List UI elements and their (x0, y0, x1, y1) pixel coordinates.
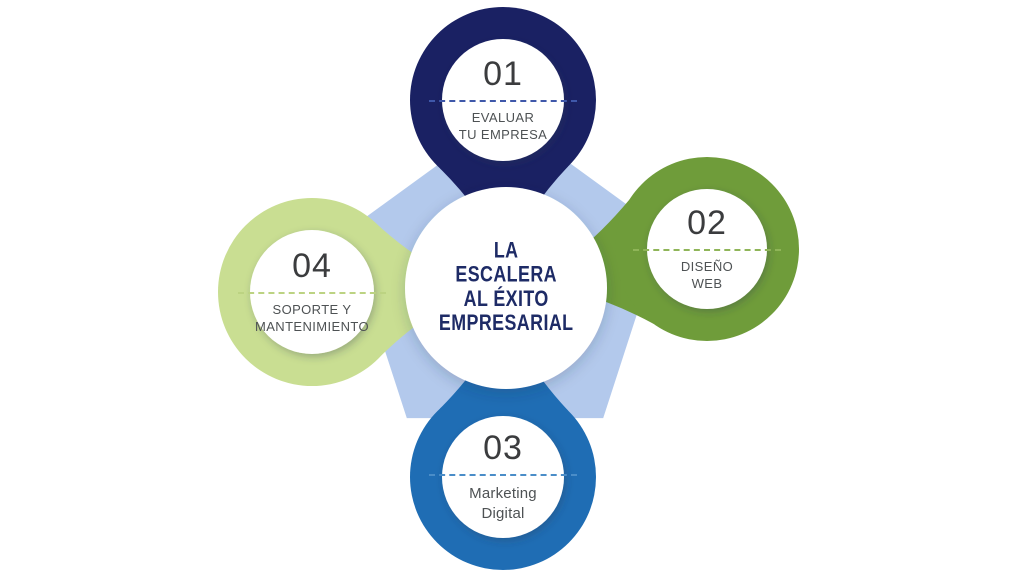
step-03-divider (429, 474, 577, 476)
step-03-number: 03 (483, 429, 523, 467)
step-01-label-line2: TU EMPRESA (458, 126, 548, 142)
step-03-inner-circle (442, 416, 564, 538)
step-04-number: 04 (292, 246, 332, 285)
center-title-line3: AL ÉXITO (463, 287, 549, 312)
center-title-line2: ESCALERA (455, 262, 557, 287)
step-02-number: 02 (687, 203, 727, 242)
step-03-label: Marketing Digital (469, 484, 537, 523)
step-01-label: EVALUAR TU EMPRESA (459, 110, 548, 144)
step-02-label: DISEÑO WEB (681, 259, 733, 293)
step-01-label-line1: EVALUAR (471, 109, 535, 125)
center-title: LA ESCALERA AL ÉXITO EMPRESARIAL (439, 239, 574, 336)
center-circle-text: LA ESCALERA AL ÉXITO EMPRESARIAL (406, 224, 606, 350)
step-02-divider (633, 248, 781, 251)
step-04-label-line2: MANTENIMIENTO (254, 318, 370, 334)
step-04-label-line1: SOPORTE Y (272, 301, 352, 317)
step-01-number: 01 (483, 54, 523, 93)
step-04-text-block: 04 SOPORTE Y MANTENIMIENTO (237, 242, 387, 342)
step-02-text-block: 02 DISEÑO WEB (632, 199, 782, 299)
step-04-divider (238, 291, 386, 294)
step-02-label-line1: DISEÑO (680, 258, 734, 274)
step-02-label-line2: WEB (691, 275, 723, 291)
step-03-text-block: 03 Marketing Digital (428, 427, 578, 527)
center-circle (405, 187, 607, 389)
step-03-label-line1: Marketing (469, 485, 537, 502)
step-04-label: SOPORTE Y MANTENIMIENTO (255, 302, 369, 336)
step-01-text-block: 01 EVALUAR TU EMPRESA (428, 50, 578, 150)
center-title-line4: EMPRESARIAL (438, 311, 574, 336)
step-03-label-line2: Digital (481, 504, 525, 522)
step-01-divider (429, 99, 577, 102)
center-title-line1: LA (493, 238, 519, 263)
